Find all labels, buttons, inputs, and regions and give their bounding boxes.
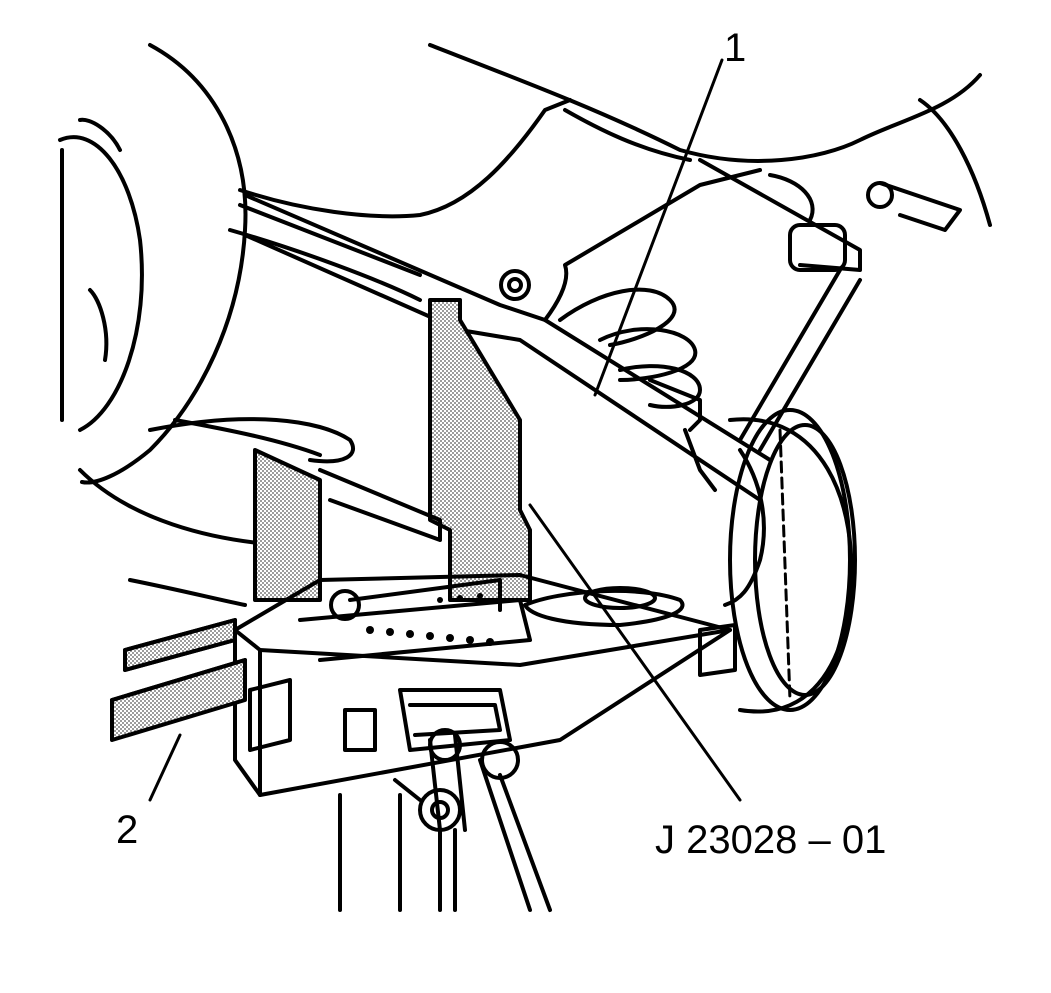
callout-label-1: 1 — [724, 26, 747, 70]
adapter-pads-drawing — [110, 578, 247, 742]
vehicle-body-drawing — [78, 43, 992, 547]
coil-spring-drawing — [558, 287, 702, 409]
jack-base-drawing — [233, 573, 737, 797]
leader-line-1 — [593, 58, 724, 397]
tire-drawing — [58, 43, 248, 485]
jack-handle-drawing — [338, 728, 552, 912]
shock-link-drawing — [648, 158, 962, 492]
brake-drum-drawing — [723, 408, 857, 714]
tool-number-label: J 23028 – 01 — [655, 818, 887, 862]
jack-upright-drawing — [253, 298, 532, 602]
callout-label-2: 2 — [116, 808, 139, 852]
leader-line-2 — [148, 733, 182, 802]
leader-lines — [148, 58, 742, 802]
leader-line-tool — [528, 503, 742, 802]
support-arm-drawing — [243, 168, 772, 502]
